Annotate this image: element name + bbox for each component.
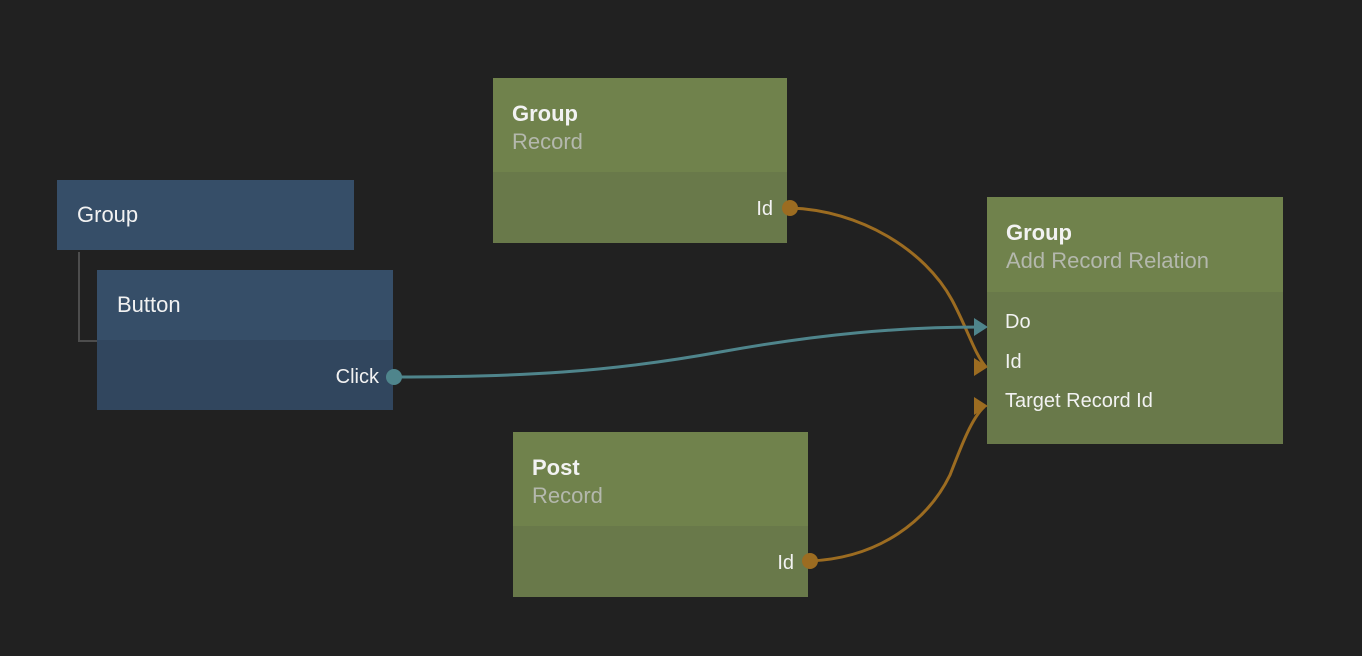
node-button-element-body: Click [97,340,393,410]
node-post-record-header: Post Record [513,432,808,526]
node-group-record-header: Group Record [493,78,787,172]
node-add-record-relation-header: Group Add Record Relation [987,197,1283,292]
port-add-record-relation-do-arrow[interactable] [974,318,988,336]
port-button-click-label[interactable]: Click [335,366,379,388]
node-group-record-subtitle: Record [512,129,583,154]
port-add-record-relation-do-label[interactable]: Do [1005,311,1031,333]
node-group-element-header: Group [57,180,354,250]
tree-connector-group-button [78,252,100,344]
node-button-element[interactable]: Button Click [97,270,393,410]
node-post-record[interactable]: Post Record Id [513,432,808,597]
node-group-record-body: Id [493,172,787,243]
wire-button-click-to-do [393,325,983,379]
port-button-click-dot[interactable] [386,369,402,385]
node-group-record[interactable]: Group Record Id [493,78,787,243]
node-add-record-relation-body: Do Id Target Record Id [987,292,1283,444]
node-add-record-relation-subtitle: Add Record Relation [1006,248,1210,273]
port-add-record-relation-id-arrow[interactable] [974,358,988,376]
port-add-record-relation-target-record-id-arrow[interactable] [974,397,988,415]
tree-connector-horizontal [78,340,98,342]
tree-connector-vertical [78,252,80,342]
node-post-record-subtitle: Record [532,483,603,508]
node-group-record-title: Group [512,101,578,126]
node-post-record-body: Id [513,526,808,597]
wire-group-id-to-id [789,206,988,369]
node-post-record-title: Post [532,455,580,480]
port-post-record-id-dot[interactable] [802,553,818,569]
node-button-element-header: Button [97,270,393,340]
port-group-record-id-label[interactable]: Id [756,198,773,220]
node-group-element[interactable]: Group [57,180,354,250]
node-add-record-relation-title: Group [1006,220,1072,245]
port-group-record-id-dot[interactable] [782,200,798,216]
port-post-record-id-label[interactable]: Id [777,552,794,574]
port-add-record-relation-target-record-id-label[interactable]: Target Record Id [1005,390,1153,412]
node-add-record-relation[interactable]: Group Add Record Relation Do Id Target R… [987,197,1283,444]
port-add-record-relation-id-label[interactable]: Id [1005,351,1022,373]
wire-post-id-to-target-record-id [809,405,986,563]
node-button-element-title: Button [117,292,181,317]
node-group-element-title: Group [77,202,139,227]
